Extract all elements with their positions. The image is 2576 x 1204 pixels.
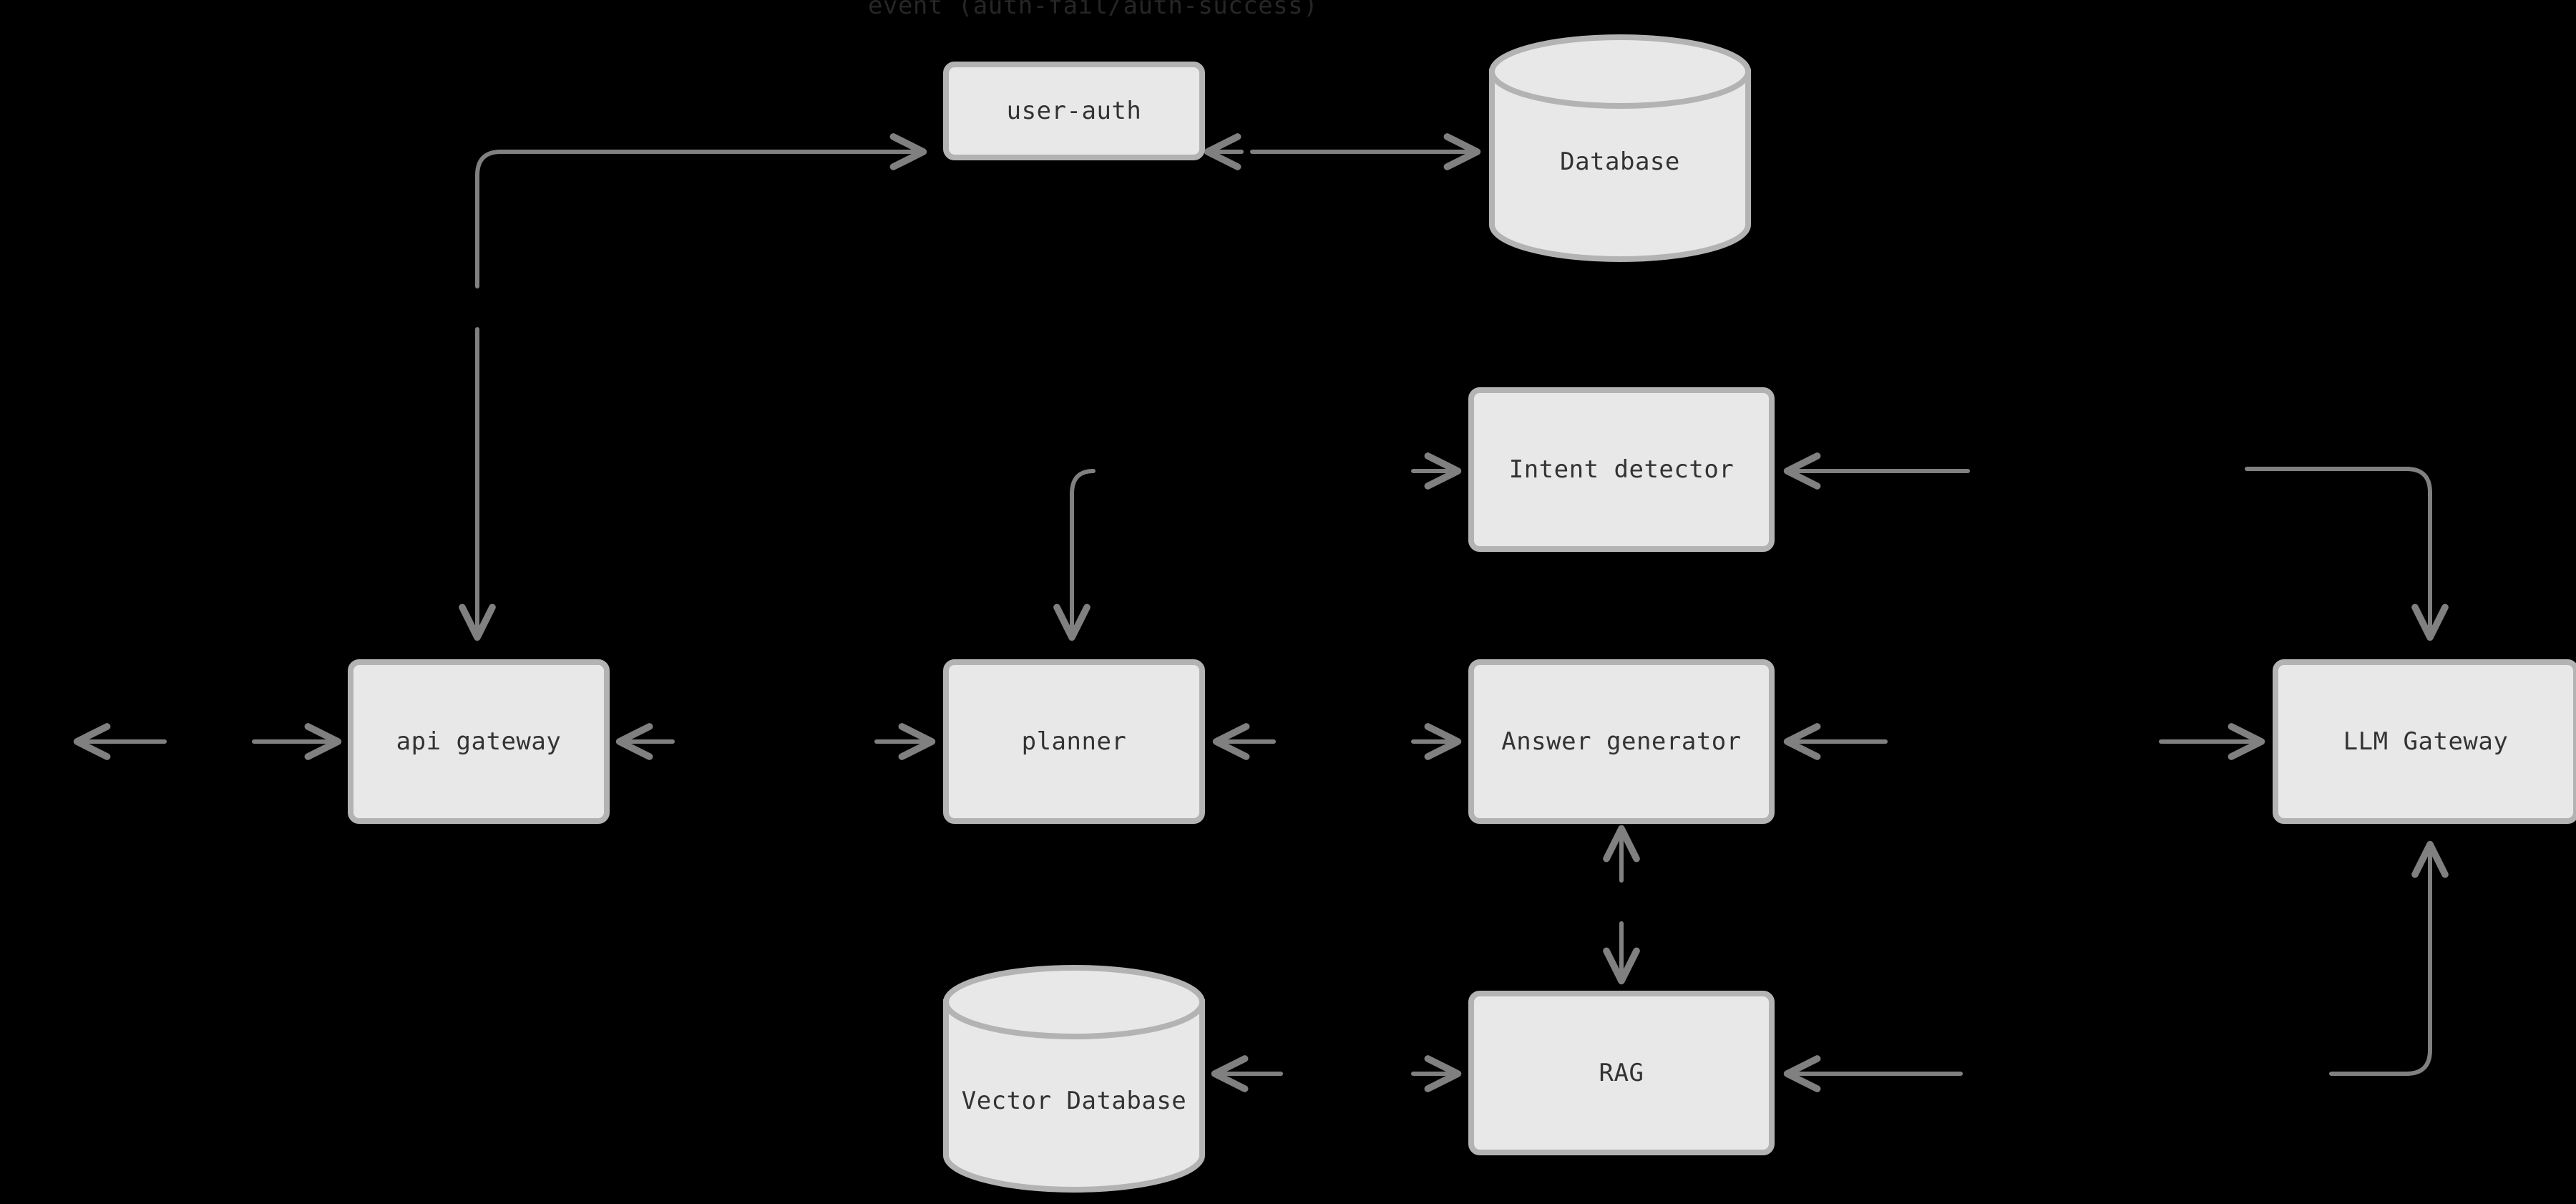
- node-shape-answer-generator[interactable]: [1468, 659, 1775, 824]
- node-shape-rag[interactable]: [1468, 991, 1775, 1155]
- edge-event-to-user-auth: [475, 133, 927, 288]
- node-shape-llm-gateway[interactable]: [2273, 659, 2576, 824]
- node-shape-user-auth[interactable]: [943, 62, 1205, 160]
- node-shape-api-gateway[interactable]: [348, 659, 610, 824]
- edge-elbow-into-llm-gateway-top: [2245, 467, 2449, 641]
- edge-elbow-into-llm-gateway-bottom: [2329, 840, 2449, 1076]
- diagram-nodes-layer: [348, 34, 2576, 1193]
- node-shape-database[interactable]: [1489, 34, 1751, 262]
- node-shape-vector-database[interactable]: [943, 965, 1205, 1193]
- edge-label-auth-event: event (auth-fail/auth-success): [868, 0, 1319, 20]
- node-shape-intent-detector[interactable]: [1468, 387, 1775, 552]
- edge-curve-into-planner: [1053, 469, 1096, 641]
- node-shape-planner[interactable]: [943, 659, 1205, 824]
